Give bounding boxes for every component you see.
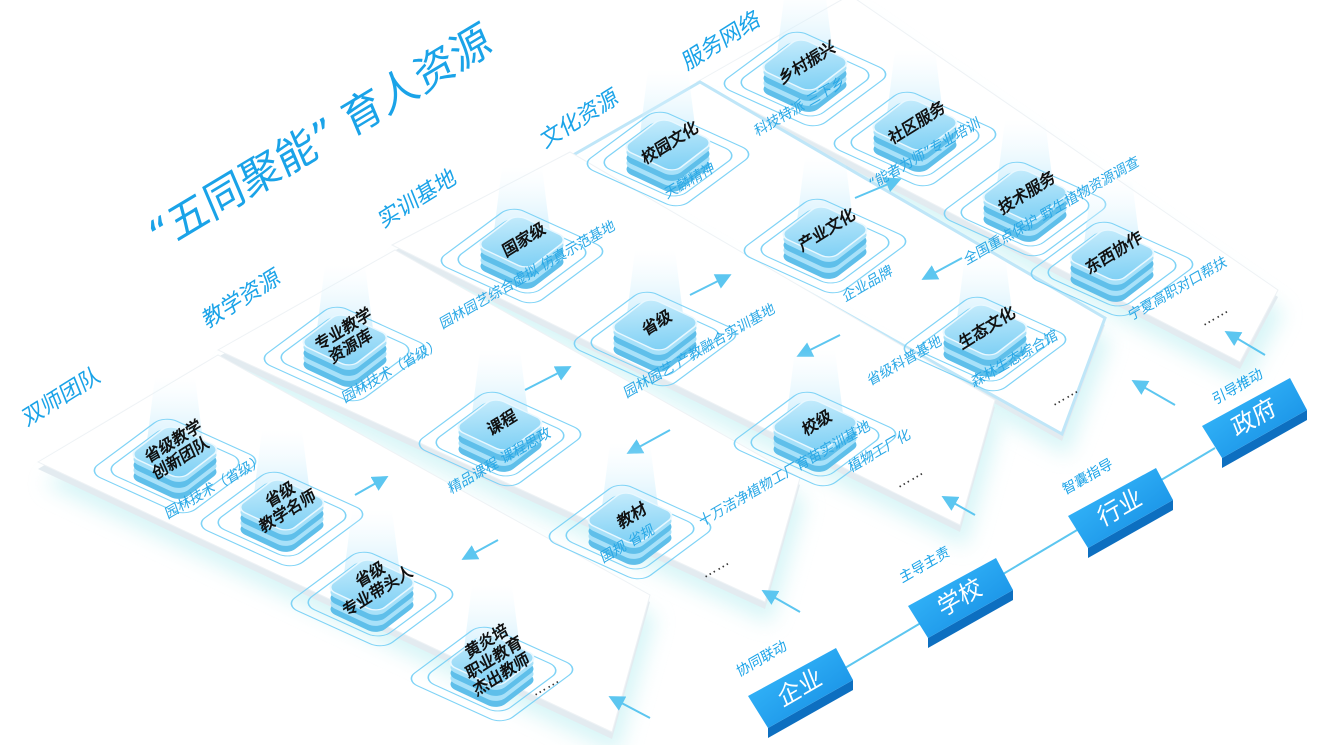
resource-cube[interactable] [568, 250, 742, 389]
resource-cube[interactable] [285, 510, 459, 649]
flow-arrow [354, 476, 389, 496]
flow-arrow [921, 257, 963, 280]
resource-cube[interactable] [543, 443, 717, 582]
flow-arrow [461, 539, 499, 560]
resource-cube[interactable] [728, 350, 902, 489]
resource-cube[interactable] [828, 50, 1002, 189]
flow-arrow [1131, 380, 1176, 406]
flow-arrow [941, 496, 976, 516]
flow-arrow [1224, 330, 1266, 356]
resource-cube[interactable] [413, 350, 587, 489]
resource-cube[interactable] [195, 430, 369, 569]
resource-cube[interactable] [88, 377, 262, 516]
resource-cube[interactable] [718, 0, 892, 129]
stakeholder-box[interactable] [1202, 378, 1307, 468]
resource-cube[interactable] [898, 255, 1072, 394]
resource-cube[interactable] [258, 265, 432, 404]
resource-cube[interactable] [738, 157, 912, 296]
flow-arrow [761, 590, 801, 613]
flow-arrow [689, 274, 732, 296]
resource-cube[interactable] [405, 585, 579, 724]
stakeholder-box[interactable] [1068, 468, 1173, 558]
resource-cube[interactable] [938, 120, 1112, 259]
flow-arrow [608, 696, 651, 719]
flow-arrow [854, 177, 902, 199]
resource-cube[interactable] [435, 167, 609, 306]
stakeholder-box[interactable] [748, 648, 853, 738]
resource-cube[interactable] [581, 70, 755, 209]
stakeholder-box[interactable] [908, 558, 1013, 648]
flow-arrow [524, 366, 572, 391]
resource-cube[interactable] [1025, 180, 1199, 319]
